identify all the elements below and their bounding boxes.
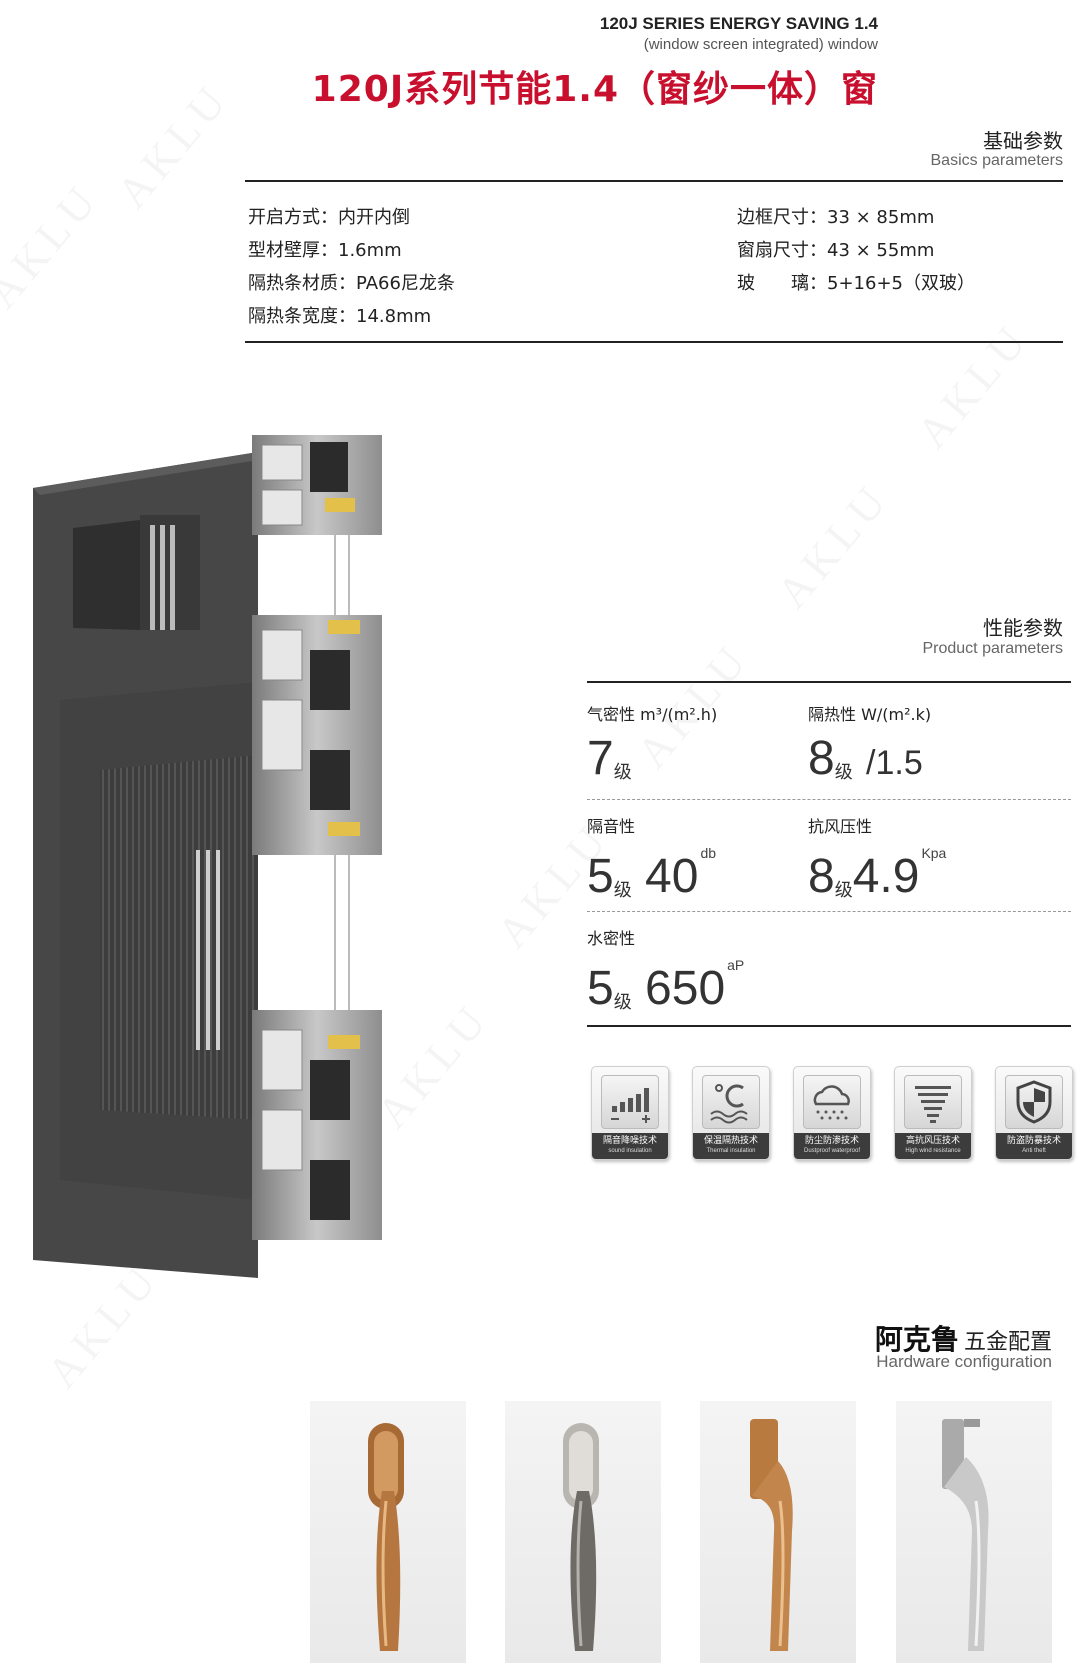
handle-image-3 <box>700 1401 856 1663</box>
title-en: 120J SERIES ENERGY SAVING 1.4 <box>599 14 878 33</box>
spec-opening: 开启方式：内开内倒 <box>248 207 410 228</box>
badge-dustproof-waterproof: 防尘防渗技术 Dustproof waterproof <box>793 1066 871 1160</box>
spec-strip-width: 隔热条宽度：14.8mm <box>248 306 432 327</box>
cloud-rain-icon <box>803 1075 861 1129</box>
hardware-heading: 阿克鲁 五金配置 <box>875 1318 1052 1358</box>
thermal-label: 隔热性 W/(m².k) <box>808 705 932 724</box>
basics-heading-cn: 基础参数 <box>983 129 1063 153</box>
watermark: AKLU <box>0 173 110 318</box>
spec-glass: 玻 璃：5+16+5（双玻） <box>737 273 975 294</box>
spec-sash-size: 窗扇尺寸：43 × 55mm <box>737 240 935 261</box>
spec-frame-size: 边框尺寸：33 × 85mm <box>737 207 935 228</box>
thermal-value: 8级 /1.5 <box>808 732 923 785</box>
performance-heading-en: Product parameters <box>922 640 1063 657</box>
badge-label-en: Thermal insulation <box>706 1148 756 1154</box>
badge-thermal-insulation: 保温隔热技术 Thermal insulation <box>692 1066 770 1160</box>
performance-bottom-rule <box>587 1025 1071 1027</box>
row-divider <box>587 799 1071 800</box>
hardware-heading-en: Hardware configuration <box>876 1352 1052 1371</box>
performance-heading-cn: 性能参数 <box>983 616 1063 640</box>
badge-label-cn: 隔音降噪技术 <box>602 1136 657 1146</box>
badge-anti-theft: 防盗防暴技术 Anti theft <box>995 1066 1073 1160</box>
water-tightness-label: 水密性 <box>587 929 636 948</box>
watermark: AKLU <box>767 473 900 618</box>
handle-image-1 <box>310 1401 466 1663</box>
shield-icon <box>1005 1075 1063 1129</box>
thermometer-waves-icon <box>702 1075 760 1129</box>
spec-strip-material: 隔热条材质：PA66尼龙条 <box>248 273 455 294</box>
basics-top-rule <box>245 180 1063 182</box>
badge-label-cn: 保温隔热技术 <box>703 1136 758 1146</box>
window-profile-image <box>33 435 382 1278</box>
badge-label-en: Anti theft <box>1022 1148 1046 1154</box>
badge-label-en: sound insulation <box>608 1148 652 1154</box>
handle-image-4 <box>896 1401 1052 1663</box>
airtightness-value: 7级 <box>587 732 632 785</box>
wind-pressure-label: 抗风压性 <box>808 817 873 836</box>
badge-wind-resistance: 高抗风压技术 High wind resistance <box>894 1066 972 1160</box>
subtitle-en: (window screen integrated) window <box>643 36 878 53</box>
handle-image-2 <box>505 1401 661 1663</box>
watermark: AKLU <box>907 313 1040 458</box>
badge-label-cn: 防尘防渗技术 <box>804 1136 859 1146</box>
badge-sound-insulation: 隔音降噪技术 sound insulation <box>591 1066 669 1160</box>
spec-wall-thickness: 型材壁厚：1.6mm <box>248 240 402 261</box>
sound-insulation-label: 隔音性 <box>587 817 636 836</box>
basics-heading-en: Basics parameters <box>930 152 1064 169</box>
badge-label-en: Dustproof waterproof <box>803 1148 861 1154</box>
wind-lines-icon <box>904 1075 962 1129</box>
badge-label-cn: 高抗风压技术 <box>905 1136 960 1146</box>
performance-top-rule <box>587 681 1071 683</box>
title-cn: 120J系列节能1.4（窗纱一体）窗 <box>311 69 878 110</box>
sound-bars-icon <box>601 1075 659 1129</box>
airtightness-label: 气密性 m³/(m².h) <box>587 705 718 724</box>
brand-name: 阿克鲁 <box>874 1323 959 1356</box>
row-divider <box>587 911 1071 912</box>
basics-bottom-rule <box>245 341 1063 343</box>
watermark: AKLU <box>107 73 240 218</box>
badge-label-cn: 防盗防暴技术 <box>1006 1136 1061 1146</box>
badge-label-en: High wind resistance <box>905 1148 961 1154</box>
hardware-heading-cn: 五金配置 <box>963 1330 1052 1355</box>
